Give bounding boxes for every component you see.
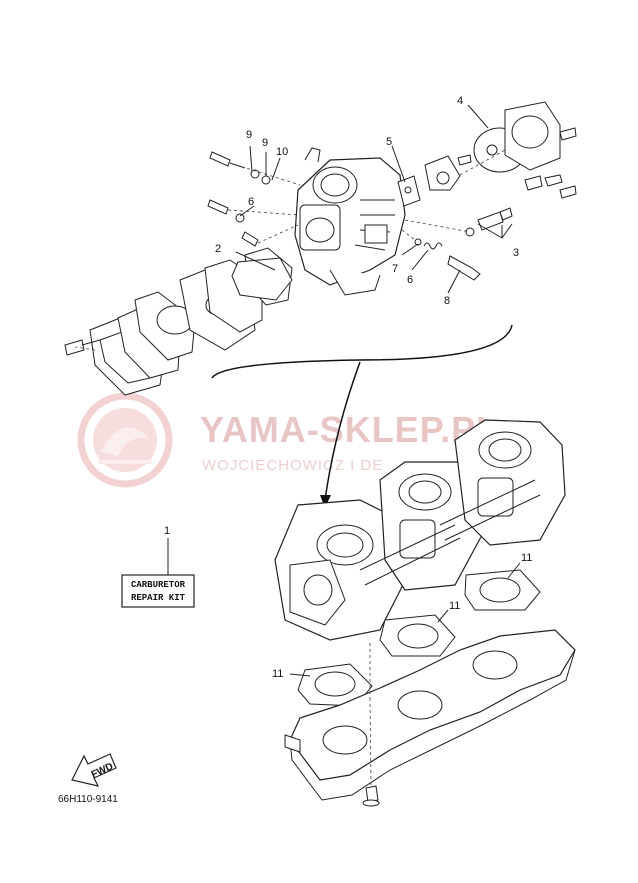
callout-numbers: 1 2 3 4 5 6 6 7 8 9 9 10 11 11 11: [164, 95, 532, 680]
pointer-line: [324, 361, 361, 501]
callout-4: 4: [457, 95, 463, 107]
fwd-arrow: FWD: [71, 753, 117, 787]
callout-10: 10: [276, 146, 288, 158]
callout-5: 5: [386, 136, 392, 148]
callout-8: 8: [444, 295, 450, 307]
callout-9-b: 9: [262, 137, 268, 149]
pointer-arrow-head: [320, 495, 331, 508]
group-bracket-line: [211, 324, 513, 379]
repair-kit-line1: CARBURETOR: [131, 580, 186, 590]
callout-2: 2: [215, 243, 221, 255]
callout-3: 3: [513, 247, 519, 259]
diagram-code: 66H110-9141: [58, 794, 118, 805]
callout-11-middle: 11: [449, 600, 460, 612]
lower-carburetor-assembly: [274, 419, 576, 807]
callout-9-a: 9: [246, 129, 252, 141]
repair-kit-label: CARBURETOR REPAIR KIT: [121, 538, 195, 608]
watermark-logo: [77, 392, 173, 488]
callout-11-upper: 11: [521, 552, 532, 564]
upper-carburetor-assembly: [64, 101, 577, 396]
callout-7: 7: [392, 263, 398, 275]
repair-kit-line2: REPAIR KIT: [131, 593, 186, 603]
callout-11-lower: 11: [272, 668, 283, 680]
watermark: YAMA-SKLEP.PL WOJCIECHOWICZ I DE: [77, 392, 499, 488]
callout-1: 1: [164, 525, 170, 537]
callout-6-left: 6: [248, 196, 254, 208]
callout-6-right: 6: [407, 274, 413, 286]
watermark-subtitle: WOJCIECHOWICZ I DE: [202, 457, 383, 474]
watermark-brand: YAMA-SKLEP.PL: [200, 409, 499, 450]
